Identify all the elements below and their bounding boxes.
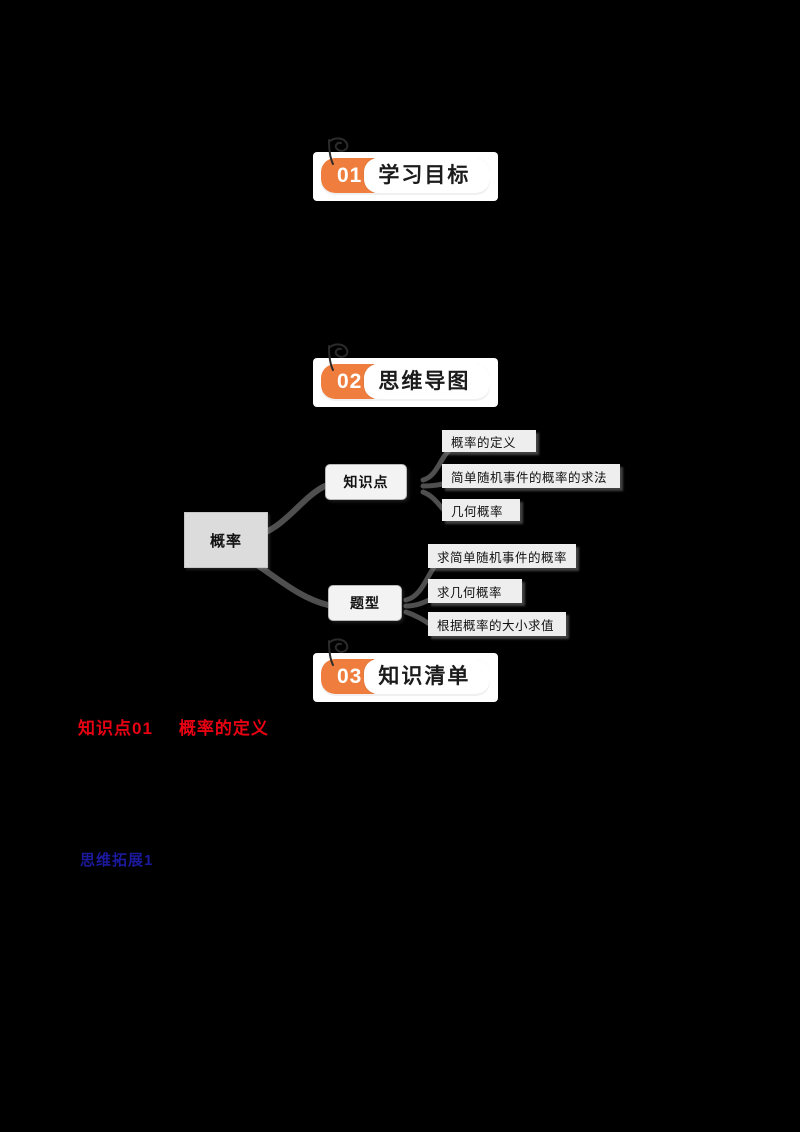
knowledge-point-title: 概率的定义 <box>178 719 269 738</box>
mindmap-leaf-node[interactable]: 求几何概率 <box>428 579 522 603</box>
mindmap-leaf-node[interactable]: 概率的定义 <box>442 430 536 452</box>
badge-inner: 02 思维导图 <box>321 364 491 399</box>
section-title: 思维导图 <box>364 364 491 399</box>
mindmap-leaf-node[interactable]: 几何概率 <box>442 499 520 521</box>
knowledge-point-tag: 知识点01 <box>78 719 153 738</box>
section-badge-01: 01 学习目标 <box>313 137 499 201</box>
blue-section-heading: 思维拓展1 <box>80 852 154 869</box>
mindmap-root-node[interactable]: 概率 <box>184 512 268 568</box>
section-title: 学习目标 <box>364 158 491 193</box>
mindmap-branch-node-knowledge[interactable]: 知识点 <box>325 464 407 500</box>
section-badge-02: 02 思维导图 <box>313 343 499 407</box>
mindmap-leaf-label: 求简单随机事件的概率 <box>437 550 568 565</box>
mindmap-branch-label: 题型 <box>350 595 380 611</box>
mindmap-diagram: 概率 知识点 题型 概率的定义 简单随机事件的概率的求法 几何概率 求简单随机事… <box>180 420 620 645</box>
mindmap-leaf-label: 求几何概率 <box>437 585 503 600</box>
mindmap-leaf-node[interactable]: 求简单随机事件的概率 <box>428 544 576 568</box>
mindmap-leaf-label: 几何概率 <box>451 504 504 519</box>
mindmap-leaf-node[interactable]: 根据概率的大小求值 <box>428 612 566 636</box>
mindmap-branch-label: 知识点 <box>343 474 389 490</box>
mindmap-leaf-node[interactable]: 简单随机事件的概率的求法 <box>442 464 620 488</box>
badge-inner: 01 学习目标 <box>321 158 491 193</box>
mindmap-leaf-label: 根据概率的大小求值 <box>437 618 555 633</box>
section-title: 知识清单 <box>364 659 491 694</box>
section-badge-03: 03 知识清单 <box>313 638 499 702</box>
mindmap-branch-node-problem-types[interactable]: 题型 <box>328 585 402 621</box>
knowledge-point-heading: 知识点01 概率的定义 <box>78 714 269 739</box>
mindmap-leaf-label: 概率的定义 <box>451 435 517 450</box>
badge-inner: 03 知识清单 <box>321 659 491 694</box>
mindmap-root-label: 概率 <box>209 532 242 550</box>
mindmap-leaf-label: 简单随机事件的概率的求法 <box>451 470 608 485</box>
